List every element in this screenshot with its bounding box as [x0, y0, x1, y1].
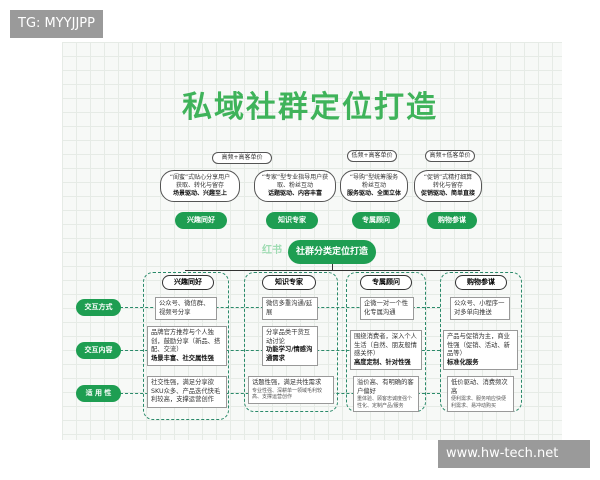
cell-advisor-method: 企微一对一个性化专属沟通 — [360, 297, 414, 320]
type-expert: 知识专家 — [266, 212, 318, 229]
cell-expert-method: 微信多重沟通/延展 — [262, 297, 318, 320]
row-label-interaction-method: 交互方式 — [76, 299, 121, 316]
cell-interest-content: 品牌官方推荐与个人独创，鼓励分享（新品、搭配、交流）场景丰富、社交属性强 — [147, 326, 227, 366]
row-label-applicability: 适 用 性 — [76, 385, 121, 402]
type-shopping: 购物参谋 — [427, 212, 477, 229]
column-header-shopping: 购物参谋 — [455, 275, 507, 290]
center-node: 社群分类定位打造 — [288, 240, 376, 264]
row-label-interaction-content: 交互内容 — [76, 342, 121, 359]
bubble-interest: “闺蜜”式贴心分享用户获取、转化与留存场景驱动、兴趣至上 — [160, 170, 240, 202]
cell-interest-applicability: 社交性强，满足分享欲SKU众多、产品迭代快毛利较高，支撑运营创作 — [147, 376, 227, 408]
cell-shopping-method: 公众号、小程序一对多单向推送 — [450, 297, 510, 320]
watermark-top-left: TG: MYYJJPP — [10, 10, 103, 38]
tag-high-freq-high-price: 高频+高客单价 — [212, 152, 272, 164]
cell-expert-applicability: 话题性强，满足共性需求专业性强、深耕单一领域毛利较高、支撑运营创作 — [248, 376, 334, 404]
column-interest — [143, 272, 229, 420]
bubble-expert: “专家”型专业指导用户获取、粉丝互动话题驱动、内容丰富 — [254, 170, 336, 202]
watermark-bottom-right: www.hw-tech.net — [438, 440, 590, 468]
cell-advisor-content: 围绕消费者，深入个人生活（自然、朋友般情感关怀）高度定制、针对性强 — [350, 330, 422, 370]
cell-expert-content: 分享品类干货互动讨论功能学习/情感沟通需求 — [262, 326, 318, 366]
column-expert — [244, 272, 338, 412]
cell-interest-method: 公众号、微信群、视频号分享 — [155, 297, 217, 320]
watermark-redbook: 红书 — [262, 245, 282, 256]
connector-bar — [185, 270, 480, 271]
cell-advisor-applicability: 溢价高、有明确的客户偏好重体验、顾客忠诚度强个性化、定制产品/服务 — [353, 376, 419, 412]
connector-stem — [332, 264, 333, 270]
type-advisor: 专属顾问 — [352, 212, 400, 229]
cell-shopping-applicability: 低价驱动、消费频次高便利需求、服务响应快便利需求、易冲动购买 — [447, 376, 514, 412]
column-header-expert: 知识专家 — [262, 275, 316, 290]
tag-high-freq-low-price: 高频+低客单价 — [425, 150, 475, 162]
type-interest: 兴趣同好 — [175, 212, 227, 229]
tag-low-freq-high-price: 低频+高客单价 — [347, 150, 397, 162]
column-header-interest: 兴趣同好 — [162, 275, 214, 290]
bubble-advisor: “导购”型统筹服务粉丝互动服务驱动、全面立体 — [340, 170, 408, 202]
diagram-title: 私域社群定位打造 — [182, 90, 438, 125]
column-header-advisor: 专属顾问 — [360, 275, 412, 290]
cell-shopping-content: 产品与促销为主，商业性强（促销、活动、新品等）标准化服务 — [443, 330, 518, 370]
bubble-shopping: “促销”式精打细算转化与留存促销驱动、简单直接 — [414, 170, 482, 202]
